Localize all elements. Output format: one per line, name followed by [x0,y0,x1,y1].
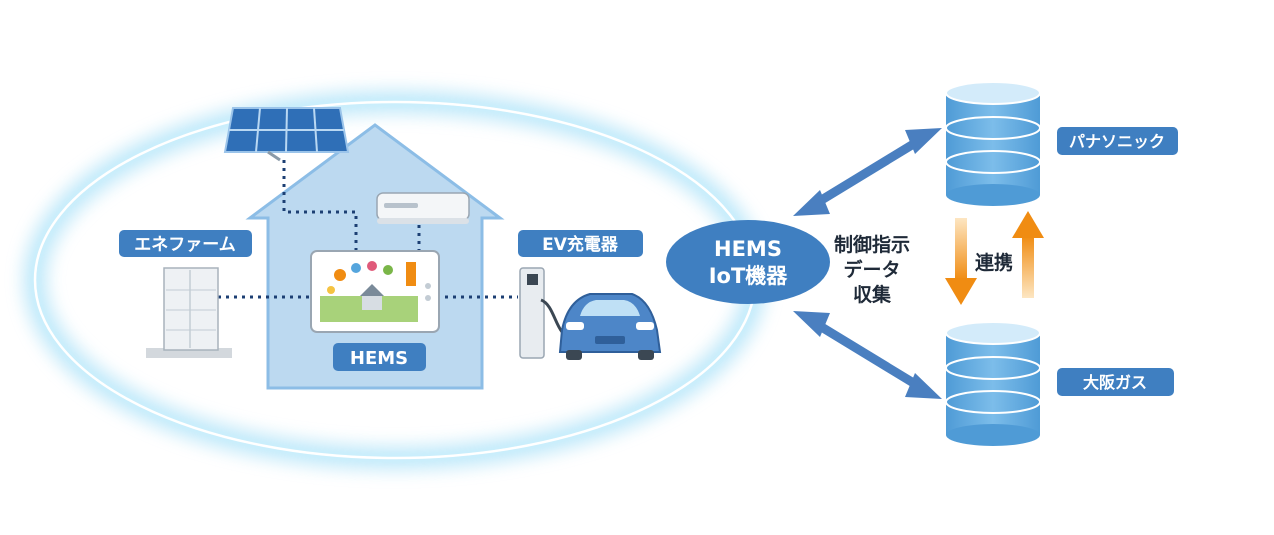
label-ev-charger: EV充電器 [518,230,643,257]
flow-text-line3: 収集 [853,283,892,306]
arrow-hub-osakagas [793,311,942,399]
hems-iot-hub: HEMS IoT機器 [666,220,830,304]
label-osakagas-text: 大阪ガス [1083,373,1147,392]
label-hems: HEMS [333,343,426,371]
label-enefarm-text: エネファーム [134,235,236,255]
flow-text-line2: データ [843,258,900,281]
label-enefarm: エネファーム [119,230,252,257]
flow-text: 制御指示 データ 収集 [834,233,910,306]
solar-panel-icon [223,107,350,162]
arrow-hub-panasonic [793,128,942,216]
flow-text-line1: 制御指示 [834,233,910,256]
hems-panel-icon [310,250,440,333]
link-text: 連携 [975,251,1013,274]
label-ev-charger-text: EV充電器 [542,234,619,255]
hub-line2: IoT機器 [709,264,789,288]
label-panasonic: パナソニック [1057,127,1178,155]
dotted-connections [218,160,518,299]
air-conditioner-icon [376,192,470,224]
label-hems-text: HEMS [350,348,408,369]
osakagas-database-icon [945,321,1041,446]
car-icon [558,293,662,360]
link-arrow-up [1012,211,1044,298]
panasonic-database-icon [945,81,1041,206]
link-arrow-down [945,218,977,305]
label-osakagas: 大阪ガス [1057,368,1174,396]
label-panasonic-text: パナソニック [1069,132,1165,151]
enefarm-unit-icon [146,267,232,358]
hub-line1: HEMS [714,237,782,261]
